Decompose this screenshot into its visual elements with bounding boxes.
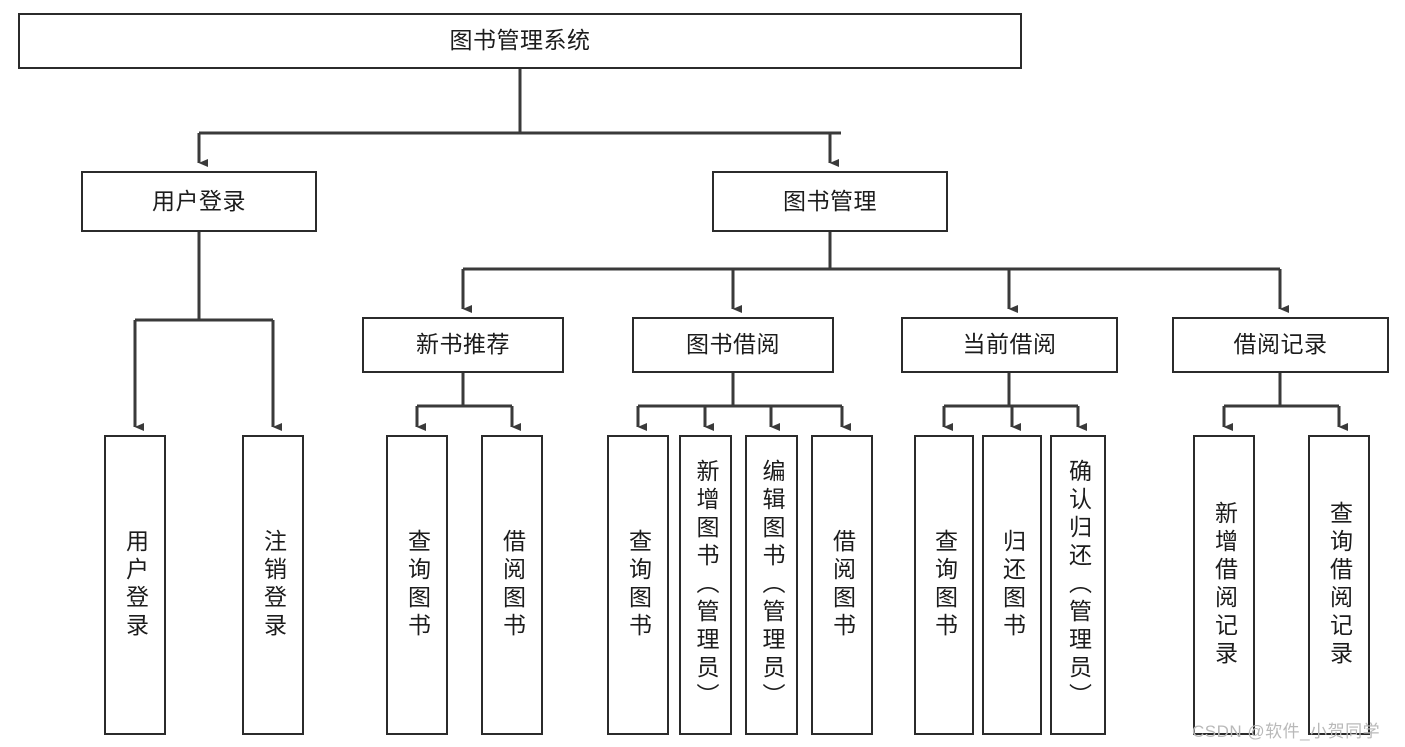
node-leaf-add-record-label: 新增借阅记录: [1211, 501, 1238, 669]
node-leaf-user-login-label: 用户登录: [122, 529, 149, 641]
node-borrow-record-label: 借阅记录: [1233, 331, 1328, 358]
node-leaf-borrow-book-2[interactable]: 借阅图书: [811, 435, 873, 735]
node-current-borrow-label: 当前借阅: [962, 331, 1057, 358]
node-current-borrow[interactable]: 当前借阅: [901, 317, 1118, 373]
node-leaf-borrow-book-1[interactable]: 借阅图书: [481, 435, 543, 735]
node-leaf-query-book-2-label: 查询图书: [625, 529, 652, 641]
node-leaf-add-record[interactable]: 新增借阅记录: [1193, 435, 1255, 735]
node-book-manage-label: 图书管理: [783, 187, 877, 214]
node-leaf-logout-label: 注销登录: [260, 529, 287, 641]
node-leaf-query-book-2[interactable]: 查询图书: [607, 435, 669, 735]
node-leaf-query-book-3-label: 查询图书: [931, 529, 958, 641]
node-new-book-recommend[interactable]: 新书推荐: [362, 317, 564, 373]
node-user-login-label: 用户登录: [152, 187, 246, 214]
node-borrow-record[interactable]: 借阅记录: [1172, 317, 1389, 373]
node-user-login[interactable]: 用户登录: [81, 171, 317, 232]
node-root[interactable]: 图书管理系统: [18, 13, 1022, 69]
node-leaf-add-book-label: 新增图书（管理员）: [693, 459, 719, 711]
node-leaf-user-login[interactable]: 用户登录: [104, 435, 166, 735]
node-leaf-confirm-return[interactable]: 确认归还（管理员）: [1050, 435, 1106, 735]
csdn-watermark: CSDN @软件_小贺同学: [1192, 722, 1381, 741]
node-leaf-add-book[interactable]: 新增图书（管理员）: [679, 435, 732, 735]
node-book-borrow[interactable]: 图书借阅: [632, 317, 834, 373]
node-book-borrow-label: 图书借阅: [686, 331, 780, 358]
node-leaf-borrow-book-1-label: 借阅图书: [499, 529, 526, 641]
node-leaf-return-book-label: 归还图书: [999, 529, 1026, 641]
node-leaf-logout[interactable]: 注销登录: [242, 435, 304, 735]
node-book-manage[interactable]: 图书管理: [712, 171, 948, 232]
node-leaf-query-record[interactable]: 查询借阅记录: [1308, 435, 1370, 735]
node-leaf-confirm-return-label: 确认归还（管理员）: [1065, 459, 1092, 711]
node-leaf-query-book-1[interactable]: 查询图书: [386, 435, 448, 735]
node-root-label: 图书管理系统: [449, 27, 591, 54]
node-leaf-edit-book-label: 编辑图书（管理员）: [759, 459, 785, 711]
node-leaf-return-book[interactable]: 归还图书: [982, 435, 1042, 735]
node-new-book-recommend-label: 新书推荐: [416, 331, 510, 358]
node-leaf-query-book-1-label: 查询图书: [404, 529, 431, 641]
node-leaf-edit-book[interactable]: 编辑图书（管理员）: [745, 435, 798, 735]
node-leaf-query-book-3[interactable]: 查询图书: [914, 435, 974, 735]
node-leaf-borrow-book-2-label: 借阅图书: [829, 529, 856, 641]
node-leaf-query-record-label: 查询借阅记录: [1326, 501, 1353, 669]
